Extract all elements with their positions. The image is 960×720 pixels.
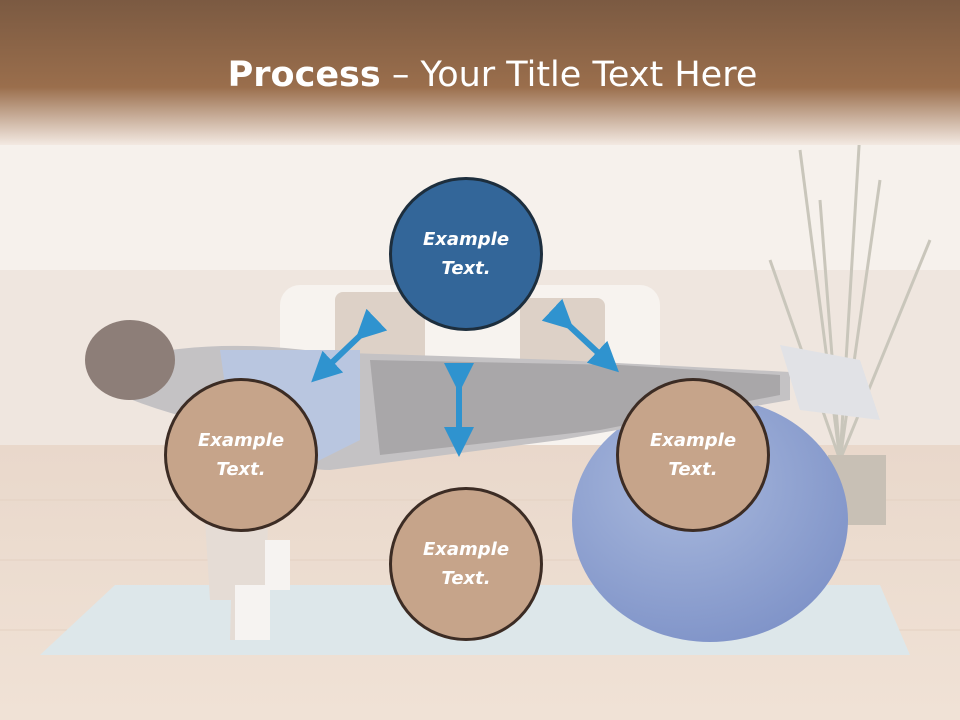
title-rest: – Your Title Text Here: [380, 55, 758, 95]
process-node-top: Example Text.: [389, 177, 543, 331]
arrow-top-left: [311, 308, 388, 383]
title-bold: Process: [227, 55, 381, 95]
node-right-line2: Text.: [668, 459, 718, 480]
node-bottom-line2: Text.: [441, 568, 491, 589]
slide-title: Process – Your Title Text Here: [0, 50, 960, 100]
node-top-line2: Text.: [441, 258, 491, 279]
process-node-right: Example Text.: [616, 378, 770, 532]
node-right-line1: Example: [649, 430, 737, 451]
process-node-left: Example Text.: [164, 378, 318, 532]
arrow-top-right: [541, 298, 619, 373]
process-node-bottom: Example Text.: [389, 487, 543, 641]
node-left-line1: Example: [197, 430, 285, 451]
node-left-line2: Text.: [216, 459, 266, 480]
node-top-line1: Example: [422, 229, 510, 250]
node-bottom-line1: Example: [422, 539, 510, 560]
